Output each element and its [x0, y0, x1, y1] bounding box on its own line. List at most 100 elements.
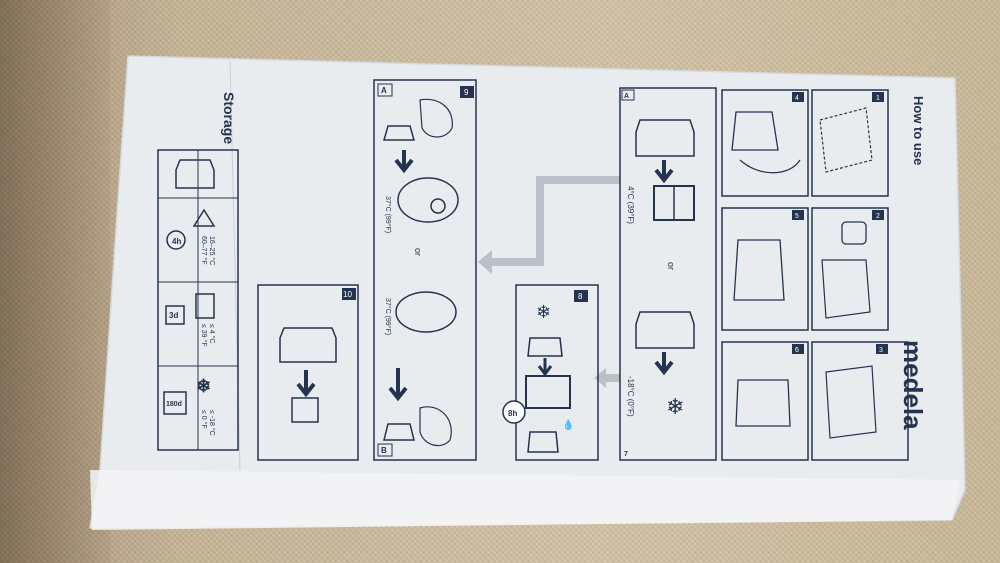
storage-duration: 4h: [172, 237, 181, 246]
step-number: 10: [343, 290, 352, 299]
step-9-panel: A 9 B 37°C (99°F) or 37°C (99°F): [373, 79, 477, 461]
or-label: or: [413, 248, 423, 256]
step-number: 6: [795, 347, 799, 354]
bag-seal-strip: [90, 470, 960, 530]
step-10-frame: [257, 284, 359, 461]
storage-heading: Storage: [221, 92, 237, 144]
step-6-frame: [721, 341, 809, 461]
fridge-icon: [195, 293, 215, 319]
warm-temp: 37°C (99°F): [384, 298, 392, 335]
marker-box: [377, 83, 393, 97]
step-number-badge: [792, 210, 804, 220]
step-number-badge: [872, 92, 884, 102]
calendar-icon: [163, 391, 187, 415]
snowflake-icon: ❄: [196, 376, 211, 396]
arrow-down-icon: [537, 358, 553, 377]
snowflake-icon: ❄: [666, 394, 684, 419]
step-number: 5: [795, 213, 799, 220]
storage-temp-c: 16–25 °C: [208, 236, 216, 265]
bottle-icon: [383, 125, 415, 141]
bag-close-icon: [735, 379, 791, 427]
hand-icon: [739, 159, 801, 174]
bottle-icon: [841, 221, 867, 245]
bag-open-icon: [825, 365, 877, 439]
thaw-time: 8h: [508, 409, 517, 418]
bag-write-icon: [821, 259, 871, 319]
step-2-frame: [811, 207, 889, 331]
step-number: 7: [624, 451, 628, 458]
brand-logo: medela: [898, 340, 928, 430]
how-to-use-panel: How to use medela 4 1 5 2 6 3: [721, 89, 928, 461]
clock-icon: [166, 230, 186, 250]
pot-lid-knob-icon: [430, 198, 446, 214]
step-1-frame: [811, 89, 889, 197]
milk-bag-icon: [527, 337, 563, 357]
marker-a: A: [381, 86, 387, 95]
arrow-down-icon: [388, 368, 408, 402]
water-drops-icon: 💧: [562, 418, 574, 431]
calendar-icon: [165, 305, 185, 325]
flow-connectors: [478, 176, 620, 388]
sofa-cushion-shadow: [0, 0, 110, 563]
arrow-down-icon: [394, 150, 414, 174]
fridge-temp: 4°C (39°F): [626, 186, 635, 224]
bag-filling-icon: [731, 111, 779, 151]
step-number-badge: [574, 290, 588, 302]
marker-box: [377, 443, 393, 457]
milk-bag-icon: [635, 119, 695, 157]
bag-seal-icon: [733, 239, 785, 301]
milk-bag-icon: [175, 159, 215, 189]
milk-bag-icon: [527, 431, 559, 453]
how-to-use-heading: How to use: [911, 96, 926, 165]
storage-row-fridge: 3d ≤ 4 °C ≤ 39 °F: [165, 293, 216, 347]
step-number-badge: [876, 344, 888, 354]
freezer-temp: -18°C (0°F): [626, 376, 635, 417]
arrow-down-icon: [296, 370, 316, 398]
bag-tear-icon: [819, 107, 873, 173]
marker-box: [621, 89, 635, 101]
bottle-icon: [383, 423, 415, 441]
storage-panel: Storage 4h 16–25 °C 60–77 °F 3d ≤ 4 °C ≤…: [157, 92, 239, 451]
step-number: 3: [879, 347, 883, 354]
storage-temp-f: 60–77 °F: [200, 236, 208, 265]
pot-icon: [397, 177, 459, 223]
step-number: 4: [795, 95, 799, 102]
step-number: 2: [876, 213, 880, 220]
room-temperature-icon: [192, 208, 216, 227]
step-5-frame: [721, 207, 809, 331]
step-4-frame: [721, 89, 809, 197]
step-number-badge: [342, 288, 356, 300]
step-number-badge: [792, 92, 804, 102]
storage-temp-f: ≤ 0 °F: [200, 410, 208, 429]
storage-row-room: 4h 16–25 °C 60–77 °F: [166, 208, 216, 265]
storage-row-freezer: ❄ 180d ≤ -18 °C ≤ 0 °F: [163, 376, 216, 436]
step-number: 9: [464, 88, 469, 97]
clock-icon: [502, 400, 526, 424]
arrow-down-icon: [654, 352, 674, 376]
arrow-down-icon: [654, 160, 674, 184]
trash-bin-icon: [291, 397, 319, 423]
step-7-frame: [619, 87, 717, 461]
storage-duration: 180d: [166, 401, 182, 408]
flow-arrow: [482, 176, 620, 266]
storage-duration: 3d: [169, 311, 178, 320]
flow-arrowhead: [478, 250, 492, 274]
step-3-frame: [811, 341, 909, 461]
step-number-badge: [792, 344, 804, 354]
milk-bag-icon: [635, 311, 695, 349]
storage-temp-f: ≤ 39 °F: [200, 324, 208, 347]
marker-b: B: [381, 446, 387, 455]
step-7-panel: A 4°C (39°F) or ❄ -18°C (0°F) 7: [619, 87, 717, 461]
fridge-icon: [525, 375, 571, 409]
step-9-frame: [373, 79, 477, 461]
step-number-badge: [460, 86, 474, 98]
step-number-badge: [872, 210, 884, 220]
storage-temp-c: ≤ -18 °C: [208, 410, 216, 436]
bag-outline: [89, 55, 966, 529]
warm-temp: 37°C (99°F): [384, 196, 392, 233]
step-number: 8: [578, 292, 583, 301]
snowflake-icon: ❄: [536, 302, 551, 322]
marker-a: A: [624, 93, 629, 100]
step-number: 1: [876, 95, 880, 102]
